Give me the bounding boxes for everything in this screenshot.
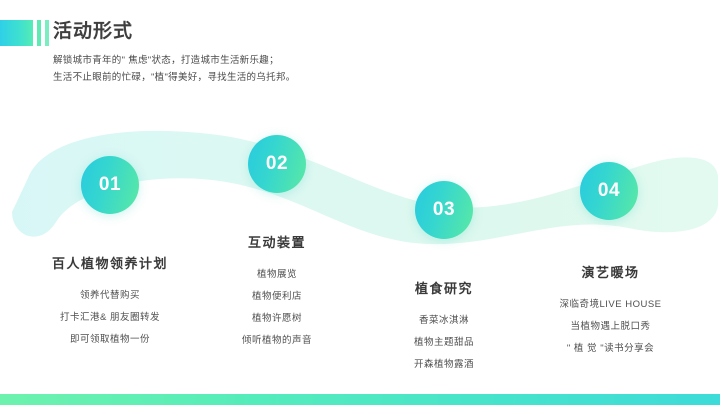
- step-column-04: 演艺暖场 深临奇境LIVE HOUSE 当植物遇上脱口秀 " 植 觉 "读书分享…: [533, 262, 688, 360]
- step-item: 当植物遇上脱口秀: [570, 321, 651, 332]
- step-circle-03[interactable]: 03: [415, 181, 473, 239]
- step-item: 植物许愿树: [251, 313, 302, 324]
- step-item: " 植 觉 "读书分享会: [566, 343, 655, 354]
- accent-bar-thin-first-icon: [37, 20, 41, 46]
- step-circle-01[interactable]: 01: [81, 156, 139, 214]
- step-title-04: 演艺暖场: [581, 265, 640, 280]
- page-title: 活动形式: [53, 21, 134, 42]
- step-column-01: 百人植物领养计划 领养代替购买 打卡汇港& 朋友圈转发 即可领取植物一份: [22, 253, 198, 351]
- header-accent-bars: [0, 20, 49, 46]
- step-column-03: 植食研究 香菜冰淇淋 植物主题甜品 开森植物露酒: [379, 278, 509, 376]
- bottom-accent-bar: [0, 394, 720, 405]
- step-item: 植物便利店: [251, 291, 302, 302]
- step-item: 打卡汇港& 朋友圈转发: [60, 312, 160, 323]
- step-item: 开森植物露酒: [413, 359, 474, 370]
- page-subtitle: 解锁城市青年的" 焦虑"状态，打造城市生活新乐趣； 生活不止眼前的忙碌，"植"得…: [53, 52, 296, 86]
- step-item: 植物展览: [256, 269, 297, 280]
- step-item: 深临奇境LIVE HOUSE: [559, 299, 662, 310]
- subtitle-line-1: 解锁城市青年的" 焦虑"状态，打造城市生活新乐趣；: [53, 55, 279, 66]
- step-item: 植物主题甜品: [413, 337, 474, 348]
- step-title-03: 植食研究: [414, 281, 473, 296]
- step-item: 倾听植物的声音: [241, 335, 312, 346]
- subtitle-line-2: 生活不止眼前的忙碌，"植"得美好，寻找生活的乌托邦。: [53, 72, 296, 83]
- step-item: 即可领取植物一份: [69, 334, 150, 345]
- step-title-01: 百人植物领养计划: [51, 256, 168, 271]
- step-circle-02[interactable]: 02: [248, 135, 306, 193]
- step-title-02: 互动装置: [247, 235, 306, 250]
- accent-bar-gradient-icon: [0, 20, 33, 46]
- step-item: 香菜冰淇淋: [418, 315, 469, 326]
- accent-bar-thin-second-icon: [45, 20, 49, 46]
- step-item: 领养代替购买: [79, 290, 140, 301]
- step-circle-04[interactable]: 04: [580, 162, 638, 220]
- step-column-02: 互动装置 植物展览 植物便利店 植物许愿树 倾听植物的声音: [207, 232, 347, 352]
